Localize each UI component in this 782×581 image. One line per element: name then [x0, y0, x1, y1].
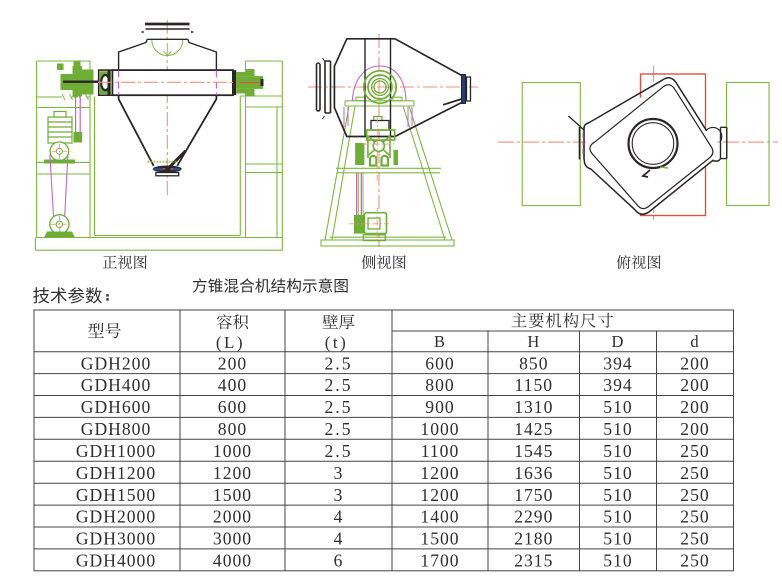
svg-text:600: 600: [218, 397, 247, 417]
svg-text:510: 510: [603, 441, 632, 461]
svg-text:GDH1200: GDH1200: [76, 463, 156, 483]
svg-text:1400: 1400: [420, 507, 459, 527]
svg-text:6: 6: [334, 551, 344, 571]
svg-text:d: d: [690, 332, 699, 351]
svg-text:250: 250: [680, 507, 709, 527]
svg-text:400: 400: [218, 375, 247, 395]
svg-text:1150: 1150: [515, 375, 554, 395]
svg-text:2.5: 2.5: [325, 419, 353, 439]
svg-text:1500: 1500: [420, 529, 459, 549]
svg-text:1700: 1700: [420, 551, 459, 571]
svg-text:1310: 1310: [514, 397, 553, 417]
svg-text:394: 394: [603, 375, 632, 395]
svg-text:3: 3: [334, 463, 344, 483]
svg-text:GDH600: GDH600: [81, 397, 152, 417]
svg-text:510: 510: [603, 507, 632, 527]
svg-text:GDH2000: GDH2000: [76, 507, 156, 527]
svg-text:2315: 2315: [514, 551, 553, 571]
svg-text:200: 200: [218, 353, 247, 373]
svg-text:200: 200: [680, 397, 709, 417]
svg-text:H: H: [527, 332, 540, 351]
svg-text:394: 394: [603, 353, 632, 373]
svg-text:850: 850: [519, 353, 548, 373]
svg-text:2.5: 2.5: [325, 353, 353, 373]
svg-text:3: 3: [334, 485, 344, 505]
svg-text:510: 510: [603, 419, 632, 439]
svg-text:2000: 2000: [213, 507, 252, 527]
svg-text:(L): (L): [216, 333, 245, 352]
svg-text:510: 510: [603, 529, 632, 549]
svg-text:1000: 1000: [213, 441, 252, 461]
svg-text:GDH1500: GDH1500: [76, 485, 156, 505]
svg-text:1545: 1545: [514, 441, 553, 461]
svg-text:250: 250: [680, 463, 709, 483]
svg-text:1000: 1000: [420, 419, 459, 439]
svg-text:2180: 2180: [514, 529, 553, 549]
svg-text:GDH400: GDH400: [81, 375, 152, 395]
svg-text:1636: 1636: [514, 463, 553, 483]
svg-text:1200: 1200: [213, 463, 252, 483]
svg-text:510: 510: [603, 485, 632, 505]
svg-text:200: 200: [680, 353, 709, 373]
svg-text:3000: 3000: [213, 529, 252, 549]
svg-text:2290: 2290: [514, 507, 553, 527]
svg-text:GDH800: GDH800: [81, 419, 152, 439]
svg-text:1200: 1200: [420, 485, 459, 505]
svg-text:510: 510: [603, 397, 632, 417]
svg-text:GDH1000: GDH1000: [76, 441, 156, 461]
svg-text:250: 250: [680, 529, 709, 549]
svg-text:250: 250: [680, 551, 709, 571]
svg-text:GDH3000: GDH3000: [76, 529, 156, 549]
svg-text:4000: 4000: [213, 551, 252, 571]
svg-text:250: 250: [680, 441, 709, 461]
svg-text:1425: 1425: [514, 419, 553, 439]
svg-text:900: 900: [425, 397, 454, 417]
svg-text:600: 600: [425, 353, 454, 373]
svg-text:510: 510: [603, 463, 632, 483]
svg-text:1100: 1100: [421, 441, 460, 461]
svg-text:800: 800: [218, 419, 247, 439]
svg-text:800: 800: [425, 375, 454, 395]
svg-text:2.5: 2.5: [325, 441, 353, 461]
svg-text:B: B: [434, 332, 446, 351]
svg-text:1200: 1200: [420, 463, 459, 483]
svg-text:GDH4000: GDH4000: [76, 551, 156, 571]
svg-text:2.5: 2.5: [325, 397, 353, 417]
svg-text:200: 200: [680, 375, 709, 395]
svg-text:200: 200: [680, 419, 709, 439]
svg-text:4: 4: [334, 507, 344, 527]
svg-text:2.5: 2.5: [325, 375, 353, 395]
svg-text:GDH200: GDH200: [81, 353, 152, 373]
svg-text:D: D: [612, 332, 625, 351]
svg-text:4: 4: [334, 529, 344, 549]
svg-text:(t): (t): [325, 333, 349, 352]
svg-text:250: 250: [680, 485, 709, 505]
svg-text:1500: 1500: [213, 485, 252, 505]
svg-text:510: 510: [603, 551, 632, 571]
svg-text:1750: 1750: [514, 485, 553, 505]
